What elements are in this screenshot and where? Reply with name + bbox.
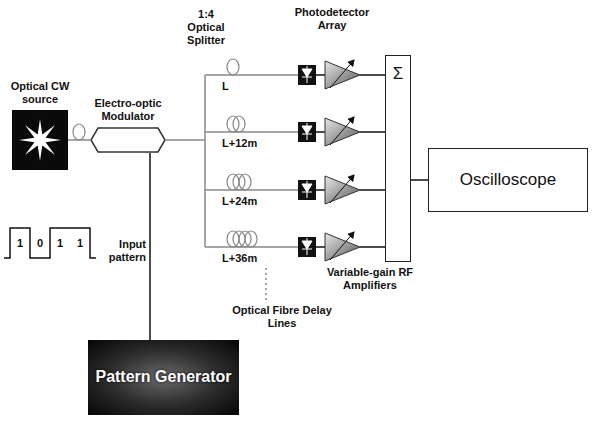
fibre-coil bbox=[233, 116, 245, 132]
delay-length: L+12m bbox=[222, 137, 262, 150]
signal-label: Input pattern bbox=[100, 238, 146, 264]
bit-value: 1 bbox=[54, 237, 66, 250]
summing-box: Σ bbox=[385, 55, 411, 262]
optical-splitter bbox=[204, 75, 206, 247]
node-text: Pattern Generator bbox=[95, 368, 231, 386]
node-heading: Optical CW source bbox=[9, 80, 71, 106]
bit-value: 1 bbox=[74, 237, 86, 250]
fibre-coil bbox=[245, 231, 257, 247]
layout bbox=[4, 59, 385, 300]
node-text: Oscilloscope bbox=[460, 170, 556, 190]
fibre-coil bbox=[73, 124, 85, 140]
oscilloscope-box: Oscilloscope bbox=[428, 148, 588, 212]
delay-length: L+24m bbox=[222, 195, 262, 208]
fibre-coil bbox=[227, 59, 239, 75]
hexagon bbox=[91, 128, 165, 152]
component-label: Optical Fibre Delay Lines bbox=[232, 304, 332, 330]
light-source-box: Optical CW source bbox=[12, 110, 68, 170]
bit-value: 0 bbox=[34, 237, 46, 250]
detection-branch bbox=[205, 60, 385, 89]
delay-length: L bbox=[222, 80, 262, 93]
hexagon-outline bbox=[90, 127, 166, 153]
heading-text: Optical CW source bbox=[9, 80, 71, 106]
modulator-hexagon: Electro-optic Modulator bbox=[90, 127, 166, 153]
connector bbox=[68, 139, 90, 141]
star-burst bbox=[19, 119, 61, 161]
connectors bbox=[68, 140, 428, 340]
source-symbol bbox=[12, 110, 68, 170]
delay-length: L+36m bbox=[222, 252, 262, 265]
pattern-generator-box: Pattern Generator bbox=[88, 340, 239, 415]
fibre-coil bbox=[239, 174, 251, 190]
heading-text: Electro-optic Modulator bbox=[88, 97, 168, 123]
connector bbox=[411, 179, 428, 181]
leader-line bbox=[266, 268, 267, 300]
node-heading: Electro-optic Modulator bbox=[88, 97, 168, 123]
component-label: 1:4 Optical Splitter bbox=[178, 8, 234, 48]
connector bbox=[149, 153, 151, 340]
component-label: Photodetector Array bbox=[284, 6, 380, 32]
bit-waveform bbox=[4, 228, 96, 258]
bit-value: 1 bbox=[14, 237, 26, 250]
delay-line-coils bbox=[227, 59, 257, 247]
fibre bbox=[166, 139, 205, 141]
node-text: Σ bbox=[393, 64, 404, 84]
component-label: Variable-gain RF Amplifiers bbox=[316, 266, 424, 292]
